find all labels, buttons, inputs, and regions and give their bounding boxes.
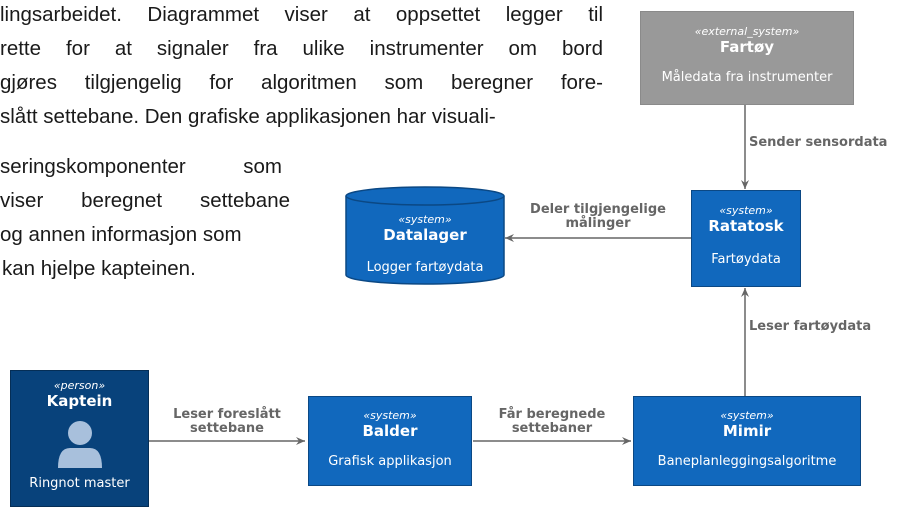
node-mimir-stereotype: «system» [720, 409, 774, 422]
node-fartoy: «external_system» Fartøy Måledata fra in… [640, 11, 854, 105]
node-fartoy-name: Fartøy [719, 38, 775, 56]
person-icon [57, 421, 102, 468]
node-datalager-name: Datalager [383, 226, 467, 244]
node-ratatosk-description: Fartøydata [711, 252, 781, 267]
edge-label-deler-line2: målinger [565, 216, 631, 231]
edge-label-leser-foreslatt: Leser foreslått settebane [152, 408, 302, 436]
edge-label-deler: Deler tilgjengelige målinger [510, 203, 686, 231]
node-kaptein-stereotype: «person» [53, 379, 106, 392]
edge-label-leser-foreslatt-line2: settebane [190, 421, 264, 436]
node-kaptein-name: Kaptein [46, 392, 113, 410]
node-ratatosk-stereotype: «system» [719, 204, 773, 217]
paragraph-line: rette for at signaler fra ulike instrume… [0, 37, 603, 60]
paragraph-line: lingsarbeidet. Diagrammet viser at oppse… [0, 3, 603, 26]
node-datalager-stereotype: «system» [398, 213, 452, 226]
node-mimir-name: Mimir [722, 422, 772, 440]
paragraph-line: seringskomponenter som [0, 155, 282, 178]
node-balder: «system» Balder Grafisk applikasjon [308, 396, 472, 486]
node-balder-description: Grafisk applikasjon [328, 454, 452, 469]
paragraph-line: kan hjelpe kapteinen. [2, 257, 196, 280]
node-datalager: «system» Datalager Logger fartøydata [346, 196, 504, 284]
edge-label-leser-fartoydata: Leser fartøydata [749, 319, 872, 334]
paragraph-line: gjøres tilgjengelig for algoritmen som b… [0, 71, 603, 94]
edge-label-far-beregnede-line1: Får beregnede [498, 407, 606, 422]
paragraph-line: slått settebane. Den grafiske applikasjo… [0, 105, 496, 128]
edge-label-far-beregnede: Får beregnede settebaner [476, 408, 628, 436]
edge-label-leser-foreslatt-line1: Leser foreslått [173, 407, 281, 422]
paragraph-line: viser beregnet settebane [0, 189, 290, 212]
edge-label-deler-line1: Deler tilgjengelige [530, 202, 666, 217]
node-kaptein-description: Ringnot master [29, 476, 130, 491]
node-kaptein: «person» Kaptein Ringnot master [10, 370, 149, 507]
datalager-cylinder [345, 186, 505, 285]
node-balder-name: Balder [362, 422, 418, 440]
node-fartoy-stereotype: «external_system» [694, 25, 800, 38]
node-mimir-description: Baneplanleggingsalgoritme [657, 454, 837, 469]
node-datalager-description: Logger fartøydata [366, 260, 484, 275]
node-ratatosk: «system» Ratatosk Fartøydata [691, 190, 801, 287]
edge-label-sender: Sender sensordata [749, 135, 888, 150]
node-fartoy-description: Måledata fra instrumenter [661, 70, 833, 85]
paragraph-line: og annen informasjon som [0, 223, 242, 246]
node-balder-stereotype: «system» [363, 409, 417, 422]
node-ratatosk-name: Ratatosk [708, 217, 784, 235]
edge-label-far-beregnede-line2: settebaner [511, 421, 593, 436]
node-mimir: «system» Mimir Baneplanleggingsalgoritme [633, 396, 861, 486]
